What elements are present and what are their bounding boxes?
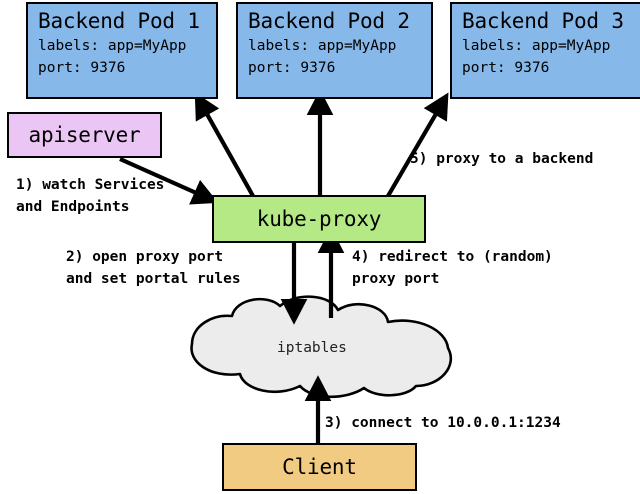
backend-pod-2: Backend Pod 2 labels: app=MyApp port: 93… xyxy=(236,2,433,99)
apiserver-label: apiserver xyxy=(28,123,141,147)
annotation-step-5: 5) proxy to a backend xyxy=(410,151,594,167)
backend-pod-3: Backend Pod 3 labels: app=MyApp port: 93… xyxy=(450,2,640,99)
annotation-step-2-line-1: 2) open proxy port xyxy=(66,249,224,265)
annotation-step-3: 3) connect to 10.0.0.1:1234 xyxy=(325,415,561,431)
arrow-kubeproxy-to-pod1 xyxy=(194,92,255,198)
pod-2-title: Backend Pod 2 xyxy=(248,9,410,33)
apiserver-node: apiserver xyxy=(7,112,162,158)
pod-1-labels: labels: app=MyApp xyxy=(38,38,187,54)
iptables-label: iptables xyxy=(277,340,347,356)
pod-2-labels: labels: app=MyApp xyxy=(248,38,397,54)
kube-proxy-label: kube-proxy xyxy=(256,207,382,231)
pod-3-title: Backend Pod 3 xyxy=(462,9,624,33)
annotation-step-4-line-1: 4) redirect to (random) xyxy=(352,249,553,265)
annotation-step-1-line-2: and Endpoints xyxy=(16,199,130,215)
annotation-step-1-line-1: 1) watch Services xyxy=(16,177,165,193)
pod-3-labels: labels: app=MyApp xyxy=(462,38,611,54)
pod-1-title: Backend Pod 1 xyxy=(38,9,200,33)
pod-3-port: port: 9376 xyxy=(462,60,550,76)
annotation-step-4-line-2: proxy port xyxy=(352,271,440,287)
annotation-step-2-line-2: and set portal rules xyxy=(66,271,241,287)
client-node: Client xyxy=(222,443,417,491)
client-label: Client xyxy=(282,455,357,479)
pod-1-port: port: 9376 xyxy=(38,60,126,76)
backend-pod-1: Backend Pod 1 labels: app=MyApp port: 93… xyxy=(26,2,218,99)
pod-2-port: port: 9376 xyxy=(248,60,336,76)
kube-proxy-node: kube-proxy xyxy=(212,195,426,243)
